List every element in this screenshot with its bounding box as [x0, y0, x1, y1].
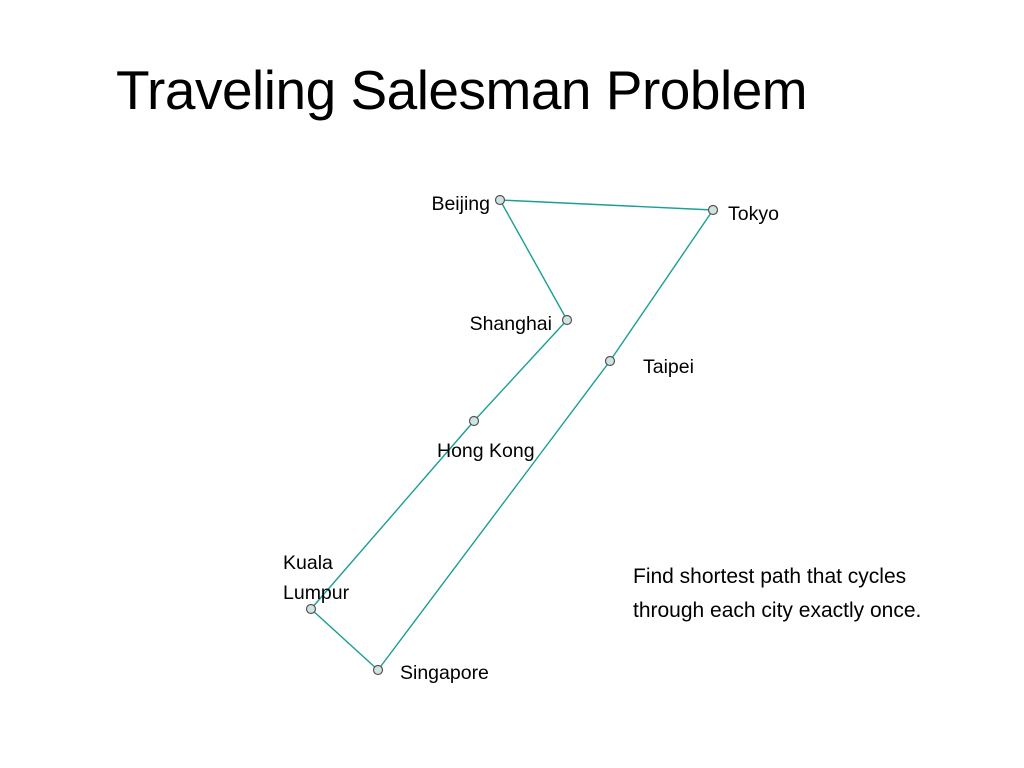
tour-edge [377, 360, 611, 671]
tour-edge [310, 420, 475, 610]
tour-edges [310, 199, 714, 671]
city-label-line: Lumpur [283, 582, 350, 605]
city-label: Singapore [400, 662, 489, 684]
tour-edge [609, 209, 714, 362]
tour-edge [473, 319, 568, 422]
city-label-line: Kuala [283, 552, 333, 574]
city-node-marker[interactable] [604, 355, 616, 367]
city-label: Shanghai [469, 313, 552, 335]
tour-edge [310, 608, 379, 671]
city-label: Beijing [431, 193, 490, 215]
city-label: Hong Kong [437, 440, 535, 462]
city-node-marker[interactable] [561, 314, 573, 326]
city-node-marker[interactable] [707, 204, 719, 216]
city-node-marker[interactable] [305, 603, 317, 615]
city-node-marker[interactable] [468, 415, 480, 427]
city-nodes [305, 194, 719, 676]
tour-edge [499, 199, 714, 211]
tour-edge [499, 199, 568, 321]
city-label: Tokyo [728, 203, 779, 225]
city-node-marker[interactable] [494, 194, 506, 206]
city-label: Taipei [643, 356, 694, 378]
city-node-marker[interactable] [372, 664, 384, 676]
caption-text: Find shortest path that cycles through e… [633, 565, 922, 623]
page-title: Traveling Salesman Problem [116, 59, 808, 121]
